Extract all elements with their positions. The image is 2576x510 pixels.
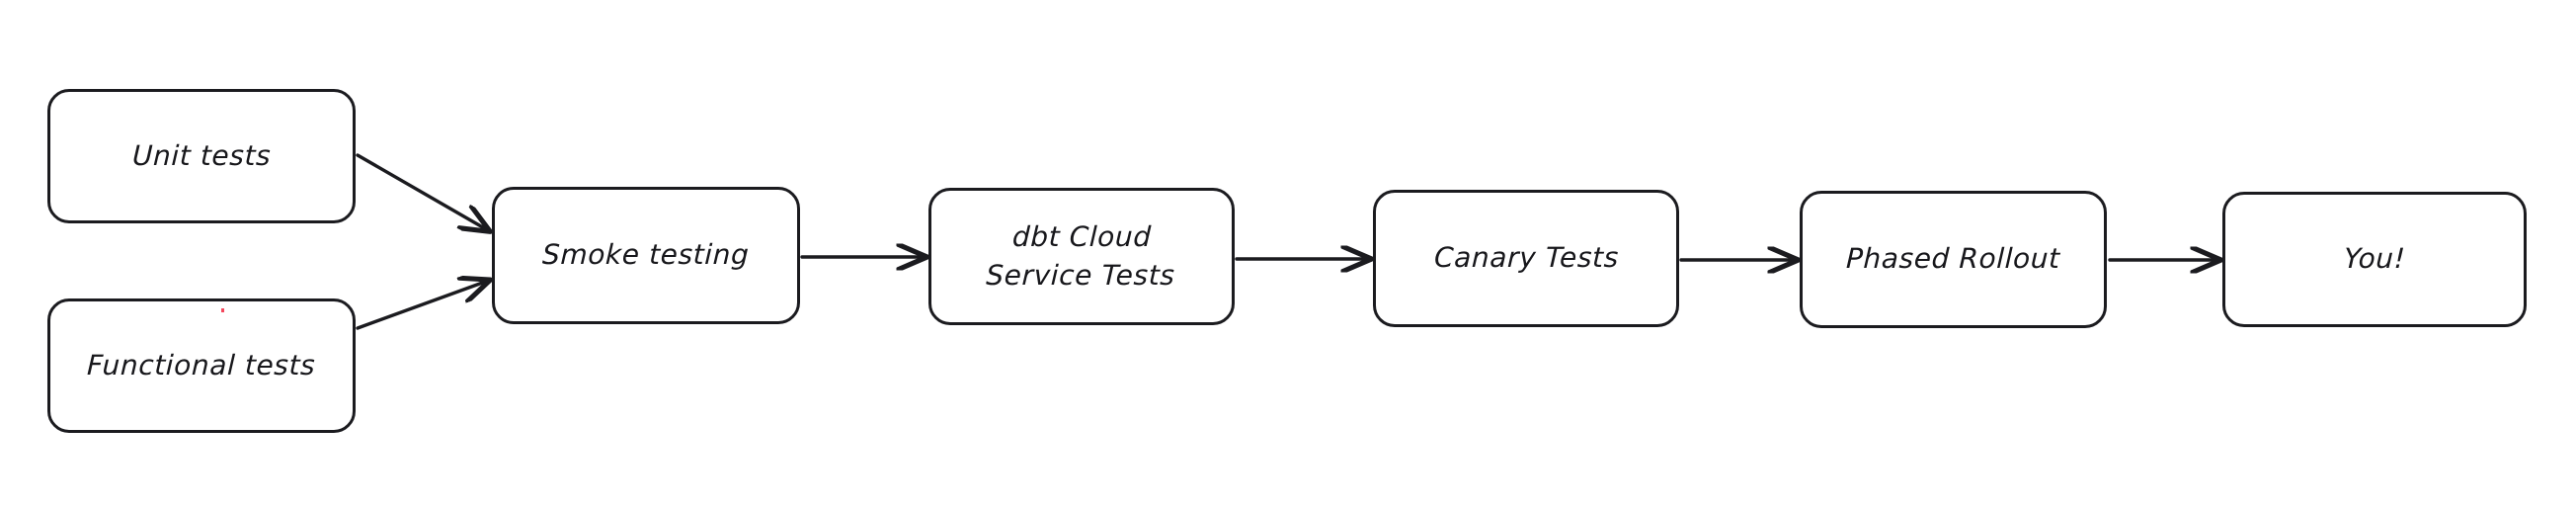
node-label-phased-rollout: Phased Rollout <box>1845 242 2061 276</box>
node-label-unit-tests: Unit tests <box>131 138 272 172</box>
node-you[interactable]: You! <box>2222 192 2527 327</box>
node-unit-tests[interactable]: Unit tests <box>47 89 356 223</box>
node-label-you: You! <box>2343 242 2406 276</box>
red-pixel-artifact <box>221 308 224 312</box>
edge-unit-to-smoke <box>356 153 488 230</box>
node-label-dbt-cloud-service-tests: dbt Cloud Service Tests <box>986 219 1176 292</box>
node-label-smoke-testing: Smoke testing <box>541 238 751 272</box>
node-dbt-cloud-service-tests[interactable]: dbt Cloud Service Tests <box>928 188 1235 325</box>
node-label-canary-tests: Canary Tests <box>1433 241 1620 275</box>
node-canary-tests[interactable]: Canary Tests <box>1373 190 1679 327</box>
node-label-functional-tests: Functional tests <box>86 348 317 382</box>
node-functional-tests[interactable]: Functional tests <box>47 298 356 433</box>
node-smoke-testing[interactable]: Smoke testing <box>492 187 800 324</box>
node-phased-rollout[interactable]: Phased Rollout <box>1800 191 2107 328</box>
edge-functional-to-smoke <box>356 281 488 330</box>
